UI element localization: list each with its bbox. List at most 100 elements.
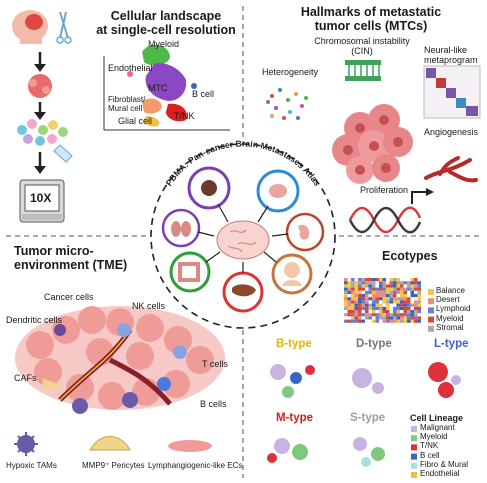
heatmap-cell xyxy=(396,313,400,317)
heatmap-cell xyxy=(351,313,355,317)
heatmap-legend-swatch xyxy=(428,307,434,314)
heatmap-cell xyxy=(368,306,372,310)
heatmap-cell xyxy=(344,300,348,304)
heatmap-cell xyxy=(393,294,397,298)
tissue-icon xyxy=(28,74,52,98)
heatmap-cell xyxy=(382,281,386,285)
heatmap-cell xyxy=(379,316,383,320)
organ-circles xyxy=(161,166,325,313)
heatmap-cell xyxy=(375,281,379,285)
lineage-swatches xyxy=(411,426,417,478)
heatmap-cell xyxy=(354,284,358,288)
heatmap-cell xyxy=(375,303,379,307)
cin-label: Chromosomal instability (CIN) xyxy=(312,36,412,57)
heatmap-cell xyxy=(372,319,376,323)
dendritic-cell-icon xyxy=(54,324,66,336)
heatmap-cell xyxy=(382,316,386,320)
heatmap-cell xyxy=(386,303,390,307)
heatmap-cell xyxy=(344,281,348,285)
heatmap-cell xyxy=(389,284,393,288)
heatmap-cell xyxy=(347,297,351,301)
mtc-cluster xyxy=(145,63,187,101)
heatmap-cell xyxy=(407,281,411,285)
umap-label-endothelial: Endothelial xyxy=(108,63,153,73)
heatmap-cell xyxy=(393,281,397,285)
patient-head-icon xyxy=(12,10,48,44)
heatmap-cell xyxy=(361,281,365,285)
heatmap-cell xyxy=(396,319,400,323)
heatmap-cell xyxy=(417,294,421,298)
heatmap-cell xyxy=(379,310,383,314)
cell-landscape-umap xyxy=(103,44,230,131)
heatmap-cell xyxy=(407,290,411,294)
heatmap-cell xyxy=(407,294,411,298)
heatmap-cell xyxy=(344,319,348,323)
heatmap-cell xyxy=(417,313,421,317)
legend-lymphangiogenic-ecs: Lymphangiogenic-like ECs xyxy=(148,461,243,470)
heatmap-cell xyxy=(407,316,411,320)
heatmap-cell xyxy=(417,297,421,301)
heatmap-cell xyxy=(414,316,418,320)
cin-chromosome-icon xyxy=(345,60,381,81)
heatmap-cell xyxy=(414,278,418,282)
heatmap-cell xyxy=(400,303,404,307)
heatmap-cell xyxy=(400,313,404,317)
b-cell-cluster xyxy=(191,83,197,89)
heatmap-cell xyxy=(358,287,362,291)
heatmap-cell xyxy=(347,294,351,298)
hypoxic-tam-icon xyxy=(14,432,38,456)
heatmap-cell xyxy=(361,313,365,317)
heatmap-cell xyxy=(396,281,400,285)
heatmap-cell xyxy=(375,278,379,282)
heatmap-cell xyxy=(375,319,379,323)
heatmap-cell xyxy=(368,319,372,323)
heatmap-cell xyxy=(400,319,404,323)
heatmap-legend-swatch xyxy=(428,316,434,323)
heatmap-cell xyxy=(407,306,411,310)
heatmap-cell xyxy=(375,297,379,301)
heatmap-cell xyxy=(382,300,386,304)
umap-label-tnk: T/NK xyxy=(174,111,195,121)
heatmap-cell xyxy=(358,316,362,320)
type-d-label: D-type xyxy=(356,338,392,350)
umap-label-fibroblast: Fibroblast/ xyxy=(108,95,146,104)
heatmap-cell xyxy=(379,287,383,291)
heatmap-cell xyxy=(344,310,348,314)
pericyte-icon xyxy=(89,436,131,451)
umap-label-mural: Mural cell xyxy=(108,104,143,113)
dna-helix-icon xyxy=(348,188,434,234)
heatmap-cell xyxy=(368,316,372,320)
heatmap-cell xyxy=(400,306,404,310)
t-cell-icon xyxy=(173,345,187,359)
sequencer-device xyxy=(19,179,65,223)
heatmap-cell xyxy=(382,290,386,294)
tnk-cluster xyxy=(166,103,187,122)
heatmap-cell xyxy=(386,313,390,317)
heatmap-cell xyxy=(351,310,355,314)
heatmap-cell xyxy=(372,284,376,288)
heatmap-cell xyxy=(386,284,390,288)
heatmap-legend-stromal: Stromal xyxy=(436,322,464,332)
tme-legend-icons xyxy=(14,432,212,456)
heatmap-cell xyxy=(365,278,369,282)
heatmap-cell xyxy=(344,316,348,320)
heatmap-cell xyxy=(410,300,414,304)
heatmap-cell xyxy=(347,278,351,282)
heatmap-cell xyxy=(372,287,376,291)
heatmap-cell xyxy=(386,316,390,320)
heatmap-cell xyxy=(361,306,365,310)
tme-title: Tumor micro- environment (TME) xyxy=(14,244,127,273)
heatmap-cell xyxy=(393,300,397,304)
heatmap-cell xyxy=(379,303,383,307)
heatmap-cell xyxy=(403,313,407,317)
heatmap-cell xyxy=(372,316,376,320)
heatmap-cell xyxy=(393,297,397,301)
heatmap-cell xyxy=(375,316,379,320)
heatmap-cell xyxy=(393,303,397,307)
heatmap-cell xyxy=(379,306,383,310)
angiogenesis-label: Angiogenesis xyxy=(424,127,479,137)
heatmap-cell xyxy=(368,310,372,314)
heatmap-cell xyxy=(351,297,355,301)
heatmap-cell xyxy=(361,294,365,298)
heatmap-cell xyxy=(351,303,355,307)
